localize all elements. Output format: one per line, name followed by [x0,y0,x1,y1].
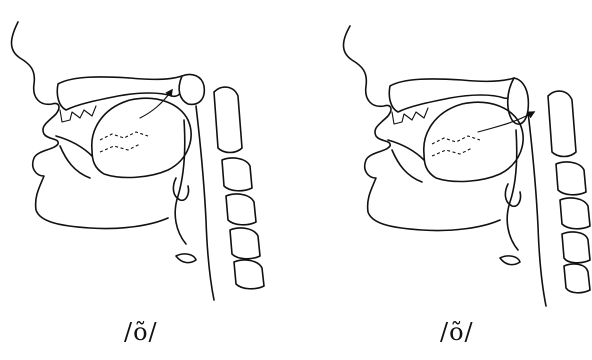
right-tongue [424,102,523,181]
left-caption: /õ/ [124,318,158,346]
right-face-profile [344,26,501,231]
left-tongue [92,98,191,177]
left-upper-teeth [60,106,96,122]
right-larynx [500,256,520,265]
left-pharynx-wall [196,106,214,300]
right-vertebrae [548,91,590,293]
left-vertebrae [214,87,264,289]
right-tongue-inner [432,136,480,156]
right-sagittal-section [344,26,591,306]
right-velum [508,78,529,124]
left-hard-palate [57,76,183,110]
right-lower-jaw [388,140,424,182]
right-pharynx-wall [528,112,546,306]
right-pharynx-inner [507,130,518,250]
left-tongue-inner [100,132,148,152]
left-pharynx-inner [175,120,186,244]
left-velum [179,74,204,104]
right-caption: /õ/ [440,318,474,346]
left-face-profile [12,22,169,229]
left-sagittal-section [12,22,265,300]
left-larynx [176,254,196,263]
right-upper-teeth [392,108,428,124]
left-lower-jaw [56,136,92,178]
